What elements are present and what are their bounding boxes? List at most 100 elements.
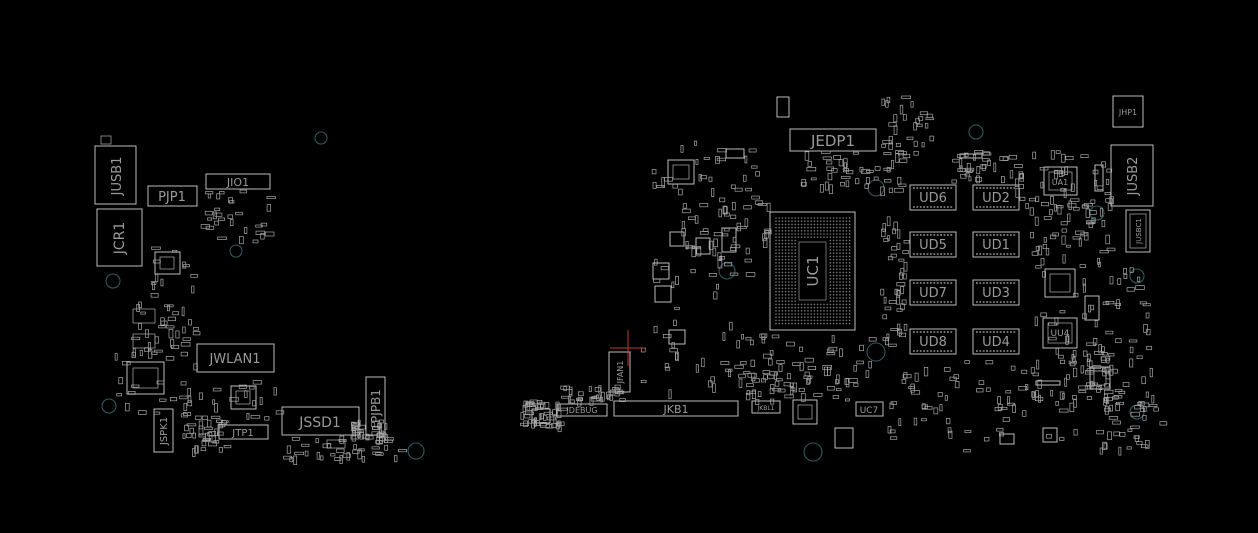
bga-ball	[778, 217, 780, 219]
bga-ball	[794, 226, 796, 229]
ram-ud5[interactable]: UD5	[909, 231, 957, 258]
smd-component	[1145, 440, 1150, 449]
smd-component	[1151, 394, 1155, 404]
smd-component	[1046, 433, 1052, 439]
bga-ball	[826, 303, 828, 306]
bga-ball	[788, 278, 790, 280]
jusbc1-label: JUSBC1	[1135, 218, 1143, 245]
jkbl1-connector[interactable]: JKBL1	[751, 400, 781, 414]
bga-ball	[839, 313, 841, 315]
ram-ud6[interactable]: UD6	[909, 184, 957, 211]
bga-ball	[800, 303, 803, 306]
bga-ball	[813, 313, 816, 315]
smd-component	[745, 272, 756, 277]
bga-ball	[842, 265, 844, 267]
bga-ball	[826, 217, 828, 219]
smd-component	[118, 377, 124, 385]
bga-ball	[845, 255, 848, 258]
smd-component	[1078, 390, 1087, 394]
bga-ball	[836, 290, 838, 293]
jfan1-label: JFAN1	[616, 361, 625, 385]
smd-component	[695, 364, 699, 373]
jusb1-connector[interactable]: JUSB1	[94, 135, 137, 205]
ram-pad	[993, 301, 995, 303]
smd-component	[708, 273, 717, 277]
smd-component	[755, 171, 760, 177]
smd-component	[114, 353, 118, 361]
smd-component	[1105, 330, 1114, 335]
smd-component	[594, 387, 601, 392]
jwlan1-label: JWLAN1	[208, 352, 260, 367]
bga-ball	[820, 220, 822, 222]
smd-component	[1090, 199, 1096, 204]
jcr1-connector[interactable]: JCR1	[96, 208, 143, 267]
bga-ball	[832, 217, 835, 219]
bga-ball	[794, 252, 796, 254]
smd-component	[730, 214, 737, 220]
bga-ball	[784, 236, 787, 238]
smd-component	[1002, 156, 1009, 161]
bga-ball	[784, 319, 787, 322]
smd-component	[856, 360, 864, 365]
bga-ball	[848, 300, 851, 303]
ram-ud3[interactable]: UD3	[972, 279, 1020, 306]
ram-ud8[interactable]: UD8	[909, 328, 957, 355]
smd-component	[722, 332, 726, 341]
jkb1-connector[interactable]: JKB1	[613, 400, 739, 417]
bga-ball	[848, 310, 851, 312]
smd-component	[743, 205, 752, 210]
bga-ball	[845, 223, 848, 226]
jwlan1-connector[interactable]: JWLAN1	[196, 343, 275, 373]
smd-component	[882, 139, 892, 144]
smd-component	[1050, 390, 1054, 397]
bga-ball	[775, 242, 777, 245]
ram-ud4[interactable]: UD4	[972, 328, 1020, 355]
jssd1-connector[interactable]: JSSD1	[281, 406, 360, 436]
bga-ball	[794, 220, 796, 222]
jfan1-connector[interactable]: JFAN1	[608, 351, 631, 393]
bga-ball	[842, 223, 844, 226]
smd-component	[204, 210, 213, 216]
bga-ball	[784, 287, 787, 290]
smd-component	[723, 228, 730, 232]
jusb2-connector[interactable]: JUSB2	[1110, 144, 1154, 207]
cpu-uc1[interactable]: UC1	[769, 211, 856, 331]
smd-component	[894, 187, 904, 193]
ram-pad	[913, 206, 915, 208]
bga-ball	[778, 281, 780, 283]
ic-uc7[interactable]: UC7	[855, 401, 884, 417]
ram-ud1[interactable]: UD1	[972, 231, 1020, 258]
jdebug-connector[interactable]: JDEBUG	[556, 403, 608, 417]
smd-component	[891, 159, 895, 170]
smd-component	[577, 391, 584, 397]
smd-component	[1080, 232, 1088, 237]
smd-component	[777, 388, 786, 393]
jusbc1-connector[interactable]: JUSBC1	[1125, 209, 1151, 253]
smd-component	[778, 364, 783, 372]
bga-ball	[836, 310, 838, 312]
bga-ball	[788, 303, 790, 306]
bga-ball	[848, 239, 851, 242]
jio1-connector[interactable]: JIO1	[205, 173, 271, 190]
smd-component	[255, 230, 265, 235]
bga-ball	[784, 316, 787, 319]
pjp1-connector[interactable]: PJP1	[147, 185, 198, 207]
bga-ball	[794, 310, 796, 312]
bga-ball	[791, 233, 793, 235]
ram-pad	[1013, 331, 1016, 333]
smd-component	[716, 157, 726, 162]
smd-component	[1100, 346, 1105, 353]
bga-ball	[829, 255, 832, 258]
bga-ball	[839, 258, 841, 261]
ic-uu4[interactable]: UU4	[1042, 317, 1078, 349]
bga-ball	[839, 252, 841, 254]
smd-component	[1062, 254, 1066, 264]
ram-ud7[interactable]: UD7	[909, 279, 957, 306]
jedp1-connector[interactable]: JEDP1	[789, 128, 877, 152]
bga-ball	[826, 236, 828, 238]
bga-ball	[781, 284, 784, 287]
smd-component	[1107, 431, 1112, 441]
jspk1-connector[interactable]: JSPK1	[153, 408, 174, 453]
bga-ball	[832, 271, 835, 274]
jhp1-connector[interactable]: JHP1	[1112, 95, 1144, 128]
